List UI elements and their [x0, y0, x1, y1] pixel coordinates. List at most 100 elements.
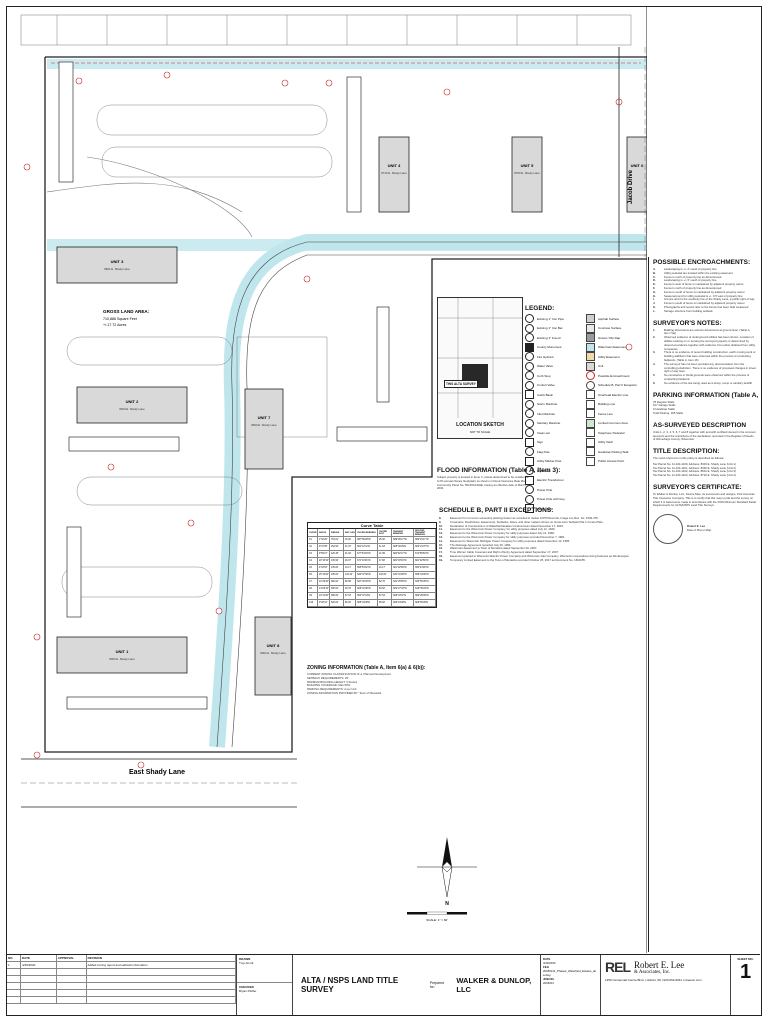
legend-item: Curb Stop	[525, 371, 582, 381]
curve-table-cell: 102.60'	[378, 572, 392, 578]
legend-symbol	[525, 342, 534, 352]
schedule-b-item-text: Easement to Wisconsin Michigan Power Com…	[450, 538, 571, 543]
legend-label: Sanitary Manhole	[537, 421, 561, 426]
curve-table-cell: S61°02'59"W	[392, 565, 414, 571]
curve-table-cell: N33°55'35"W	[414, 579, 436, 585]
legend-label: Inlet Manhole	[537, 411, 556, 416]
revision-row-empty	[7, 969, 236, 976]
encroachment-item: D. Landscaping is +/- 5' south of propert…	[653, 279, 756, 283]
legend-label: County Monument	[537, 345, 562, 350]
firm-name: Robert E. Lee	[634, 959, 685, 970]
encroachments-title: POSSIBLE ENCROACHMENTS:	[653, 259, 751, 266]
schedule-b-item: 18.Easement granted to Wisconsin Electri…	[439, 554, 635, 559]
curve-table-cell: 48.07'	[344, 558, 356, 564]
curve-table-header-cell: CHORD BEARING	[356, 529, 378, 536]
legend-symbol	[586, 390, 595, 400]
encroachment-item-number: E.	[653, 282, 656, 287]
legend-item: Existing 1" Iron Bar	[525, 323, 582, 334]
flood-text: Subject property is located in Zone X, (…	[437, 475, 531, 491]
as-surveyed-text: Units 1, 2, 3, 4, 5, 6, 7 and 8 together…	[653, 429, 756, 442]
parcel-line: Tax Parcel No. 11-104-1101, Address: 832…	[653, 465, 736, 470]
revision-cell	[87, 997, 236, 1003]
sheet-label: SHEET NO.	[737, 957, 754, 961]
revision-cell	[57, 962, 87, 968]
encroachment-item-number: D.	[653, 278, 656, 283]
checked-value: Bryan Pfeffer	[239, 989, 257, 993]
legend-label: Handicap Parking Stall	[598, 449, 629, 454]
title-description-text: The Land referred to in this policy is d…	[653, 456, 725, 461]
legend-symbol	[586, 456, 595, 466]
street-name-south: East Shady Lane	[129, 769, 185, 776]
encroachment-item-text: Fence is west of fence is maintained by …	[664, 282, 744, 287]
street-name-east: Jacob Drive	[628, 169, 634, 204]
curve-table-cell: N27°40'45"W	[356, 579, 378, 585]
legend-label: Existing 1" Iron Pipe	[537, 316, 564, 321]
legend-item: Storm Manhole	[525, 399, 582, 410]
encroachment-item: E. Fence is west of fence is maintained b…	[653, 282, 756, 287]
revision-cell	[87, 969, 236, 975]
legend-item: Existing 1" Iron Pipe	[525, 314, 582, 324]
legend-label: Control Valve	[537, 383, 555, 388]
curve-table-cell: 25.00'	[344, 537, 356, 543]
legend-label: Existing 1" Found	[537, 335, 561, 340]
schedule-b-item-number: 11.	[439, 527, 443, 532]
legend-symbol	[586, 399, 595, 409]
curve-table-cell: C7	[308, 579, 318, 585]
revision-cell	[57, 976, 87, 982]
schedule-b-item-number: 14.	[439, 538, 443, 543]
unit-4-label: UNIT 4	[388, 163, 401, 168]
firm-logo: REL	[605, 959, 631, 975]
surveyor-note-text: No cemeteries or burial grounds were obs…	[664, 373, 750, 381]
curve-table-cell: 763.61'	[330, 537, 344, 543]
legend-symbol	[586, 380, 595, 390]
legend-symbol	[586, 323, 595, 333]
zoning-title: ZONING INFORMATION (Table A, Item 6(a) &…	[307, 665, 426, 671]
curve-table-cell: N44°07'36"W	[356, 572, 378, 578]
revision-cell	[21, 983, 57, 989]
curve-table-cell: C8	[308, 586, 318, 592]
curve-table-cell: 135.00'	[330, 565, 344, 571]
job-label: JOB NO.	[543, 977, 555, 981]
curve-table-cell: 21.92'	[344, 551, 356, 557]
curve-table-cell: S71°10'46"W	[356, 558, 378, 564]
curve-table-cell: 103.43'	[344, 572, 356, 578]
file-value: 20180131_Phase2_Waterfield_Estates_alta.…	[543, 969, 596, 977]
encroachment-item: A.Landscaping is +/- 2' south of propert…	[653, 267, 756, 272]
curve-table-cell: S56°44'06"W	[414, 565, 436, 571]
legend-item: Utility Marker Post	[525, 456, 582, 467]
curve-table-cell: 47.82'	[378, 558, 392, 564]
curve-table-cell: 9°07'35"	[318, 544, 330, 550]
legend-item: Inlet Manhole	[525, 409, 582, 419]
curve-table-cell: 10.17'	[378, 565, 392, 571]
legend-label: Utility Vault	[598, 440, 613, 445]
legend-label: Public Access Point	[598, 459, 625, 464]
zoning-line: SETBACK REQUIREMENTS: 25'	[307, 675, 349, 680]
legend-label: Sign	[537, 440, 544, 445]
schedule-b-item-text: Easement to the Wisconsin Power Company,…	[450, 527, 556, 532]
curve-table-cell: 82.70'	[378, 579, 392, 585]
schedule-b-item-number: 13.	[439, 534, 443, 539]
east-shady-lane: East Shady Lane	[21, 758, 297, 808]
encroachment-item: F.Fence is north of property line as dim…	[653, 286, 756, 291]
encroachment-item-text: Landscaping is +/- 5' south of property …	[664, 278, 717, 283]
adjoiner-strip	[20, 14, 632, 46]
curve-table-cell: N05°04'48"E	[356, 600, 378, 606]
checked-label: CHECKED	[239, 985, 254, 989]
curve-table-cell: N00°28'09"W	[414, 593, 436, 599]
legend-label: Light Pole	[537, 468, 551, 473]
curve-table-title: Curve Table	[308, 523, 436, 529]
schedule-b-item-text: Temporary Limited Easement to the Town o…	[450, 557, 586, 562]
revision-cell	[21, 990, 57, 996]
curve-table-cell: N56°44'06"W	[414, 572, 436, 578]
curve-table-cell: N09°43'37"E	[392, 593, 414, 599]
legend-symbol	[525, 418, 534, 428]
legend-label: Gravel / Rip Rap	[598, 335, 621, 340]
legend-symbol	[525, 437, 534, 447]
right-column: POSSIBLE ENCROACHMENTS: A.Landscaping is…	[648, 257, 760, 952]
encroachment-item: I.A fence and it's the southerly line of…	[653, 298, 756, 302]
